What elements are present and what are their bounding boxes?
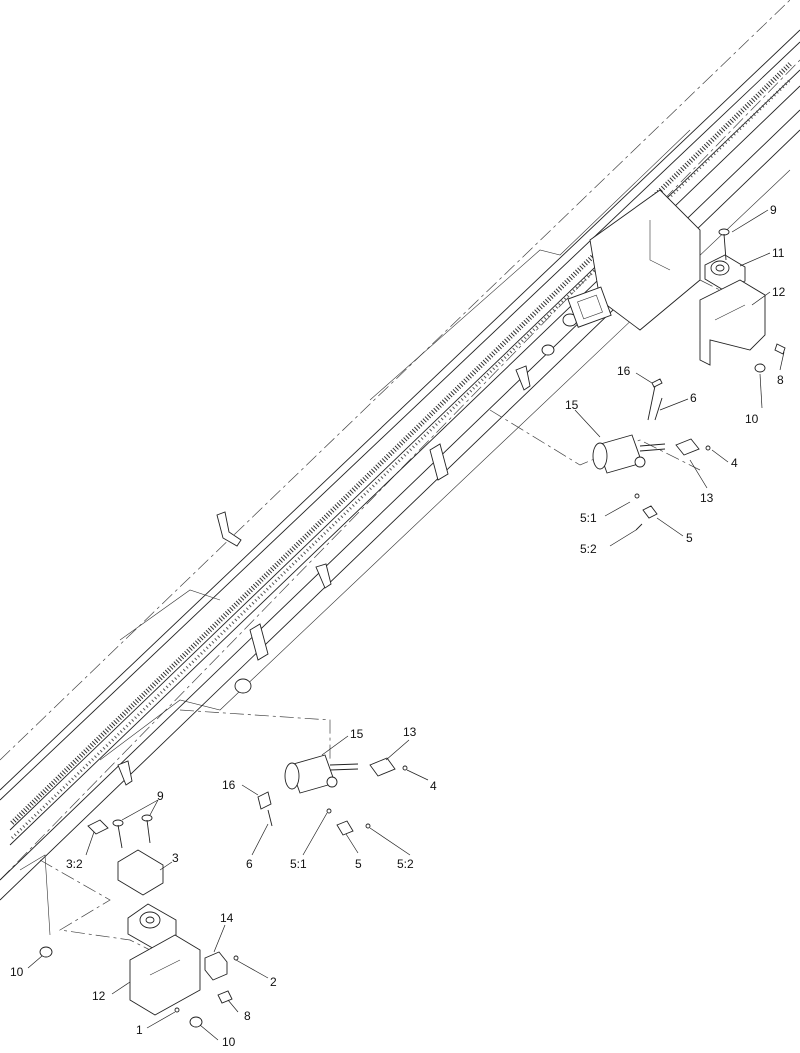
bolt-8-top [774, 343, 786, 355]
callout-13-top: 13 [700, 491, 714, 505]
callout-16-bottom: 16 [222, 778, 236, 792]
callout-14-bottom: 14 [220, 911, 234, 925]
bottom-assembly [19, 754, 408, 1028]
bearing-bottom [127, 903, 177, 951]
leader-lines [27, 209, 785, 1041]
washer-bottom [174, 1007, 180, 1013]
callout-4-top: 4 [731, 456, 738, 470]
bracket-bottom [129, 934, 201, 1016]
callout-9-top: 9 [770, 203, 777, 217]
callout-labels: 9 11 12 8 10 16 6 15 4 13 5:1 5 5:2 15 1… [10, 203, 786, 1049]
callout-12-bottom: 12 [92, 989, 106, 1003]
block-bottom [204, 951, 228, 981]
callout-6-bottom: 6 [246, 857, 253, 871]
nut-bottom [189, 1016, 203, 1028]
callout-10-top: 10 [745, 412, 759, 426]
nut-top [754, 363, 766, 373]
pin-top [651, 378, 663, 388]
callout-4-bottom: 4 [430, 779, 437, 793]
shim-bottom [87, 819, 109, 835]
pin-bottom [257, 791, 272, 810]
rail-assembly [0, 0, 800, 901]
callout-12-top: 12 [772, 285, 786, 299]
callout-1-bottom: 1 [136, 1023, 143, 1037]
assembly-envelopes [39, 279, 741, 951]
callout-16-top: 16 [617, 364, 631, 378]
callout-5-bottom: 5 [355, 857, 362, 871]
callout-3-bottom: 3 [172, 851, 179, 865]
cap-bottom [117, 849, 164, 896]
callout-2-bottom: 2 [270, 975, 277, 989]
callout-15-bottom: 15 [350, 727, 364, 741]
callout-11-top: 11 [772, 246, 785, 260]
callout-5-1-top: 5:1 [580, 511, 597, 525]
callout-10-bottom: 10 [222, 1035, 236, 1049]
bolt-top [718, 228, 730, 261]
fitting-bottom [336, 820, 354, 836]
bolts-bottom [112, 814, 153, 849]
callout-6-top: 6 [690, 391, 697, 405]
callout-9-bottom: 9 [157, 789, 164, 803]
top-assembly [592, 228, 786, 531]
callout-15-top: 15 [565, 398, 579, 412]
callout-8-top: 8 [777, 373, 784, 387]
cylinder-top [592, 434, 666, 474]
clevis-top [675, 438, 700, 456]
callout-5-top: 5 [686, 531, 693, 545]
nut-left [39, 946, 53, 958]
callout-5-2-bottom: 5:2 [397, 857, 414, 871]
callout-10-left: 10 [10, 965, 24, 979]
callout-8-bottom: 8 [244, 1009, 251, 1023]
bolt-8-bottom [217, 990, 233, 1004]
cylinder-bottom [284, 754, 359, 794]
clevis-bottom [369, 757, 396, 777]
callout-5-2-top: 5:2 [580, 542, 597, 556]
callout-13-bottom: 13 [403, 725, 417, 739]
fitting-top [642, 505, 658, 519]
callout-3-2-bottom: 3:2 [66, 857, 83, 871]
callout-5-1-bottom: 5:1 [290, 857, 307, 871]
